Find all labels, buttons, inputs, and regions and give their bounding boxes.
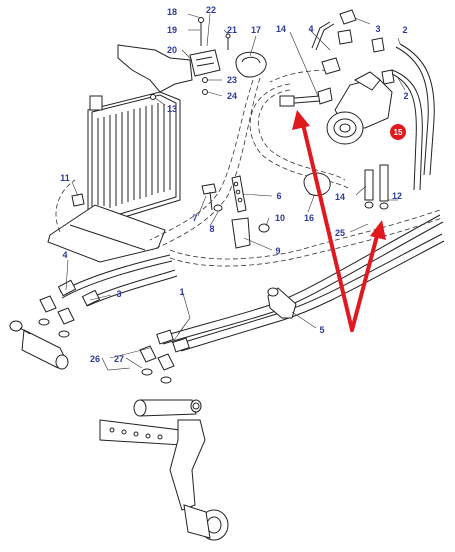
left-steering-cylinder [9, 320, 69, 370]
red-arrow [350, 230, 380, 332]
label-24: 24 [227, 91, 237, 101]
label-25: 25 [335, 228, 345, 238]
label-22: 22 [206, 5, 216, 15]
label-13: 13 [167, 104, 177, 114]
label-4: 4 [62, 250, 67, 260]
callout-labels: 1 2 2 3 3 4 4 5 6 7 8 9 10 11 12 13 14 1… [60, 5, 408, 364]
label-2: 2 [402, 25, 407, 35]
label-3: 3 [375, 24, 380, 34]
label-21: 21 [227, 25, 237, 35]
red-arrow [300, 118, 354, 332]
label-7: 7 [192, 213, 197, 223]
label-19: 19 [167, 25, 177, 35]
bottom-plate [47, 204, 166, 263]
label-5: 5 [319, 325, 324, 335]
mount-bracket [117, 44, 193, 93]
label-16: 16 [304, 213, 314, 223]
lower-steering-assembly [99, 399, 229, 541]
label-4: 4 [308, 24, 313, 34]
label-17: 17 [251, 25, 261, 35]
highlight-arrows [292, 110, 386, 332]
label-14: 14 [276, 24, 286, 34]
steering-pump [326, 71, 393, 145]
label-12: 12 [392, 191, 402, 201]
bracket-9 [231, 217, 251, 249]
highlight-badge [390, 124, 406, 140]
label-27: 27 [114, 354, 124, 364]
label-20: 20 [167, 45, 177, 55]
label-14: 14 [335, 192, 345, 202]
label-15: 15 [394, 128, 403, 137]
label-23: 23 [227, 75, 237, 85]
radiator [87, 91, 181, 223]
clamp-17 [235, 51, 267, 78]
label-3: 3 [116, 289, 121, 299]
red-arrowhead [292, 110, 310, 130]
label-6: 6 [276, 191, 281, 201]
label-8: 8 [209, 224, 214, 234]
red-arrowhead [370, 220, 386, 240]
label-18: 18 [167, 7, 177, 17]
label-26: 26 [90, 354, 100, 364]
label-10: 10 [275, 213, 285, 223]
label-11: 11 [60, 173, 70, 183]
label-2: 2 [403, 91, 408, 101]
label-1: 1 [179, 287, 184, 297]
label-9: 9 [275, 246, 280, 256]
block-20 [189, 49, 221, 77]
